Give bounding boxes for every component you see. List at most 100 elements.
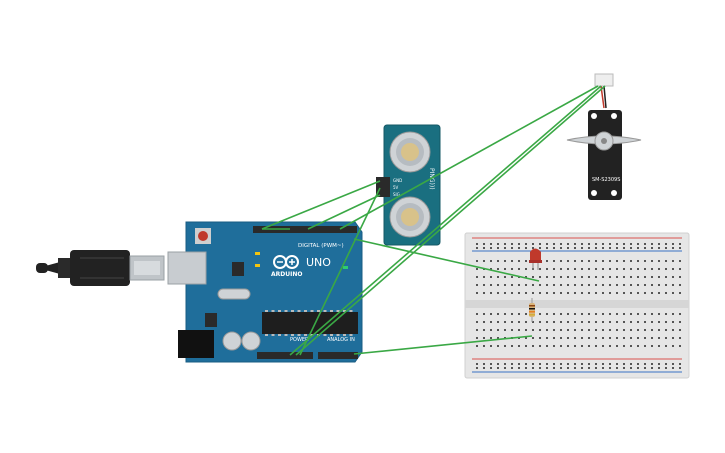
- breadboard-hole: [497, 268, 499, 270]
- reset-button[interactable]: [198, 231, 208, 241]
- breadboard-hole: [616, 260, 618, 262]
- breadboard-hole: [490, 321, 492, 323]
- breadboard-hole: [490, 284, 492, 286]
- breadboard-hole: [567, 329, 569, 331]
- breadboard-hole: [574, 329, 576, 331]
- breadboard-hole: [497, 243, 499, 245]
- breadboard-hole: [595, 243, 597, 245]
- breadboard[interactable]: [464, 232, 690, 379]
- breadboard-hole: [595, 313, 597, 315]
- breadboard-hole: [581, 243, 583, 245]
- breadboard-hole: [532, 321, 534, 323]
- chip-pin: [297, 334, 301, 336]
- breadboard-hole: [623, 329, 625, 331]
- breadboard-hole: [609, 321, 611, 323]
- breadboard-hole: [525, 292, 527, 294]
- chip-pin: [265, 310, 268, 312]
- breadboard-hole: [581, 345, 583, 347]
- breadboard-hole: [679, 260, 681, 262]
- breadboard-hole: [525, 260, 527, 262]
- ultrasonic-sensor[interactable]: PING))) GND 5V SIG: [376, 124, 441, 246]
- breadboard-hole: [644, 292, 646, 294]
- breadboard-hole: [546, 345, 548, 347]
- breadboard-hole: [609, 337, 611, 339]
- breadboard-hole: [511, 260, 513, 262]
- chip-pin: [304, 334, 307, 336]
- breadboard-hole: [490, 260, 492, 262]
- breadboard-hole: [658, 329, 660, 331]
- chip-pin: [271, 310, 275, 312]
- breadboard-hole: [504, 367, 506, 369]
- breadboard-hole: [658, 321, 660, 323]
- servo-motor[interactable]: SM-S2309S: [566, 73, 642, 200]
- chip-pin: [336, 334, 340, 336]
- breadboard-holes: [476, 243, 681, 369]
- breadboard-hole: [609, 247, 611, 249]
- breadboard-hole: [630, 313, 632, 315]
- power-label: POWER: [290, 337, 309, 343]
- usb-jack: [167, 251, 207, 285]
- breadboard-hole: [539, 367, 541, 369]
- breadboard-hole: [616, 367, 618, 369]
- breadboard-hole: [644, 260, 646, 262]
- breadboard-hole: [574, 247, 576, 249]
- breadboard-hole: [504, 268, 506, 270]
- breadboard-hole: [651, 329, 653, 331]
- breadboard-hole: [644, 321, 646, 323]
- breadboard-hole: [560, 345, 562, 347]
- breadboard-hole: [581, 329, 583, 331]
- breadboard-hole: [665, 247, 667, 249]
- breadboard-hole: [679, 363, 681, 365]
- breadboard-hole: [574, 292, 576, 294]
- resistor[interactable]: [529, 298, 535, 322]
- breadboard-hole: [595, 292, 597, 294]
- breadboard-hole: [525, 337, 527, 339]
- breadboard-hole: [553, 276, 555, 278]
- breadboard-hole: [637, 247, 639, 249]
- breadboard-hole: [546, 337, 548, 339]
- breadboard-hole: [560, 260, 562, 262]
- arduino-uno[interactable]: DIGITAL (PWM~) POWER ANALOG IN ARDUINO U…: [167, 221, 363, 363]
- breadboard-hole: [630, 284, 632, 286]
- arduino-brand: ARDUINO: [271, 271, 302, 278]
- transducer-top: [389, 131, 431, 173]
- breadboard-hole: [539, 243, 541, 245]
- breadboard-hole: [679, 243, 681, 245]
- breadboard-hole: [560, 292, 562, 294]
- sensor-pin-gnd: GND: [393, 178, 402, 183]
- breadboard-hole: [567, 313, 569, 315]
- breadboard-hole: [672, 329, 674, 331]
- power-header: [257, 352, 313, 359]
- breadboard-hole: [616, 276, 618, 278]
- breadboard-hole: [595, 321, 597, 323]
- breadboard-hole: [623, 292, 625, 294]
- breadboard-hole: [553, 329, 555, 331]
- breadboard-hole: [497, 337, 499, 339]
- breadboard-hole: [490, 363, 492, 365]
- breadboard-hole: [518, 268, 520, 270]
- breadboard-hole: [539, 363, 541, 365]
- breadboard-hole: [644, 329, 646, 331]
- breadboard-hole: [532, 292, 534, 294]
- breadboard-hole: [525, 329, 527, 331]
- breadboard-hole: [532, 243, 534, 245]
- led[interactable]: [529, 248, 542, 271]
- breadboard-hole: [567, 260, 569, 262]
- breadboard-hole: [616, 247, 618, 249]
- breadboard-hole: [567, 345, 569, 347]
- breadboard-hole: [490, 337, 492, 339]
- breadboard-hole: [672, 363, 674, 365]
- breadboard-hole: [609, 260, 611, 262]
- breadboard-hole: [637, 268, 639, 270]
- breadboard-hole: [525, 367, 527, 369]
- breadboard-hole: [504, 243, 506, 245]
- breadboard-hole: [616, 329, 618, 331]
- breadboard-hole: [497, 367, 499, 369]
- breadboard-hole: [567, 247, 569, 249]
- breadboard-hole: [602, 268, 604, 270]
- digital-label: DIGITAL (PWM~): [298, 243, 344, 249]
- breadboard-hole: [525, 247, 527, 249]
- breadboard-hole: [595, 337, 597, 339]
- breadboard-hole: [476, 337, 478, 339]
- breadboard-hole: [623, 367, 625, 369]
